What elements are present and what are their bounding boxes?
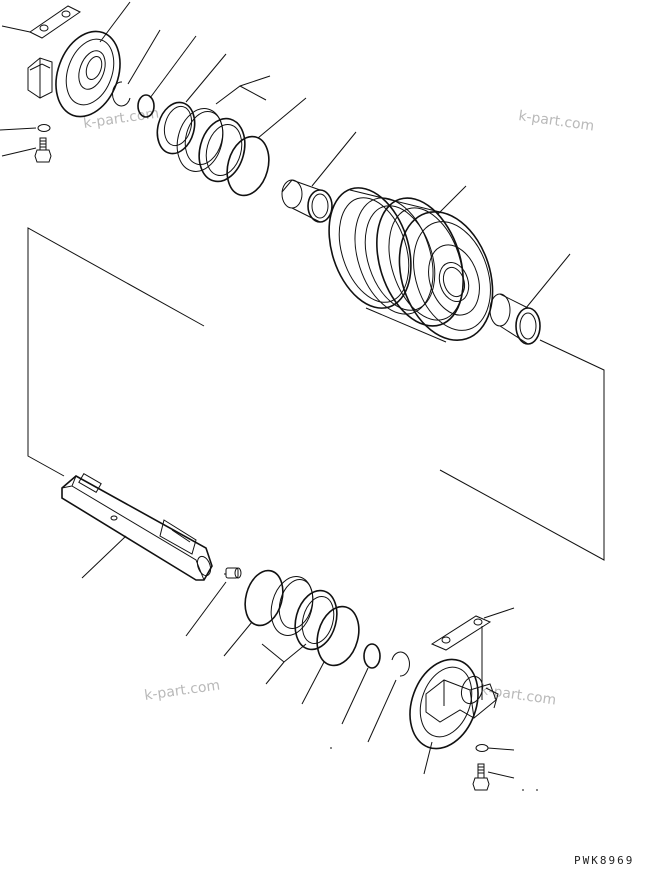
leader-line bbox=[99, 1, 131, 43]
leader-line bbox=[483, 607, 515, 619]
floating-seal-bottom bbox=[270, 576, 338, 651]
leader-line bbox=[487, 771, 515, 779]
leader-line bbox=[1, 147, 37, 157]
leader-line bbox=[265, 661, 285, 685]
leader-line bbox=[149, 35, 197, 99]
watermark-top-left: k-part.com bbox=[82, 106, 160, 132]
o-ring-large-top bbox=[226, 135, 270, 197]
watermark-bottom-left: k-part.com bbox=[143, 678, 221, 704]
collar-top bbox=[27, 30, 121, 118]
o-ring-small-top bbox=[137, 94, 155, 118]
leader-line bbox=[423, 741, 433, 775]
washer-top bbox=[37, 124, 51, 132]
bolt-top bbox=[34, 137, 52, 163]
bushing-top bbox=[281, 179, 333, 223]
leader-line bbox=[437, 185, 467, 215]
bushing-right bbox=[489, 293, 541, 345]
leader-line bbox=[301, 661, 325, 705]
washer-bottom bbox=[475, 744, 489, 752]
track-roller bbox=[328, 187, 494, 343]
leader-line bbox=[185, 581, 227, 637]
leader-bracket bbox=[261, 643, 307, 663]
drawing-code: PWK8969 bbox=[574, 854, 634, 867]
floating-seal-top bbox=[176, 108, 246, 183]
leader-line bbox=[341, 667, 369, 725]
o-ring-bottom bbox=[244, 569, 284, 627]
collar-bottom bbox=[409, 658, 499, 750]
shaft bbox=[61, 472, 213, 581]
leader-bracket bbox=[215, 85, 267, 105]
watermark-top-right: k-part.com bbox=[517, 108, 595, 134]
assembly-bracket-left bbox=[27, 227, 205, 477]
leader-line bbox=[1, 25, 31, 33]
bolt-bottom bbox=[472, 763, 490, 791]
o-ring-large-bottom bbox=[316, 605, 360, 667]
o-ring-small-bottom bbox=[363, 643, 381, 669]
snap-ring-bottom bbox=[391, 651, 410, 677]
plug-bolt bbox=[224, 567, 242, 579]
leader-line bbox=[525, 253, 571, 309]
leader-line bbox=[487, 747, 515, 751]
lock-plate-bottom bbox=[430, 615, 492, 651]
leader-line bbox=[0, 127, 37, 131]
leader-line bbox=[81, 535, 127, 579]
leader-line bbox=[127, 29, 161, 85]
leader-line bbox=[311, 131, 357, 187]
snap-ring-top bbox=[112, 81, 131, 107]
leader-line bbox=[185, 53, 227, 103]
seal-ring-top-a bbox=[156, 101, 196, 155]
leader-line bbox=[367, 679, 397, 743]
leader-line bbox=[223, 621, 253, 657]
assembly-bracket-right bbox=[439, 339, 605, 561]
leader-line bbox=[257, 97, 307, 139]
lock-plate-top bbox=[29, 5, 81, 39]
leader-line bbox=[239, 75, 271, 87]
